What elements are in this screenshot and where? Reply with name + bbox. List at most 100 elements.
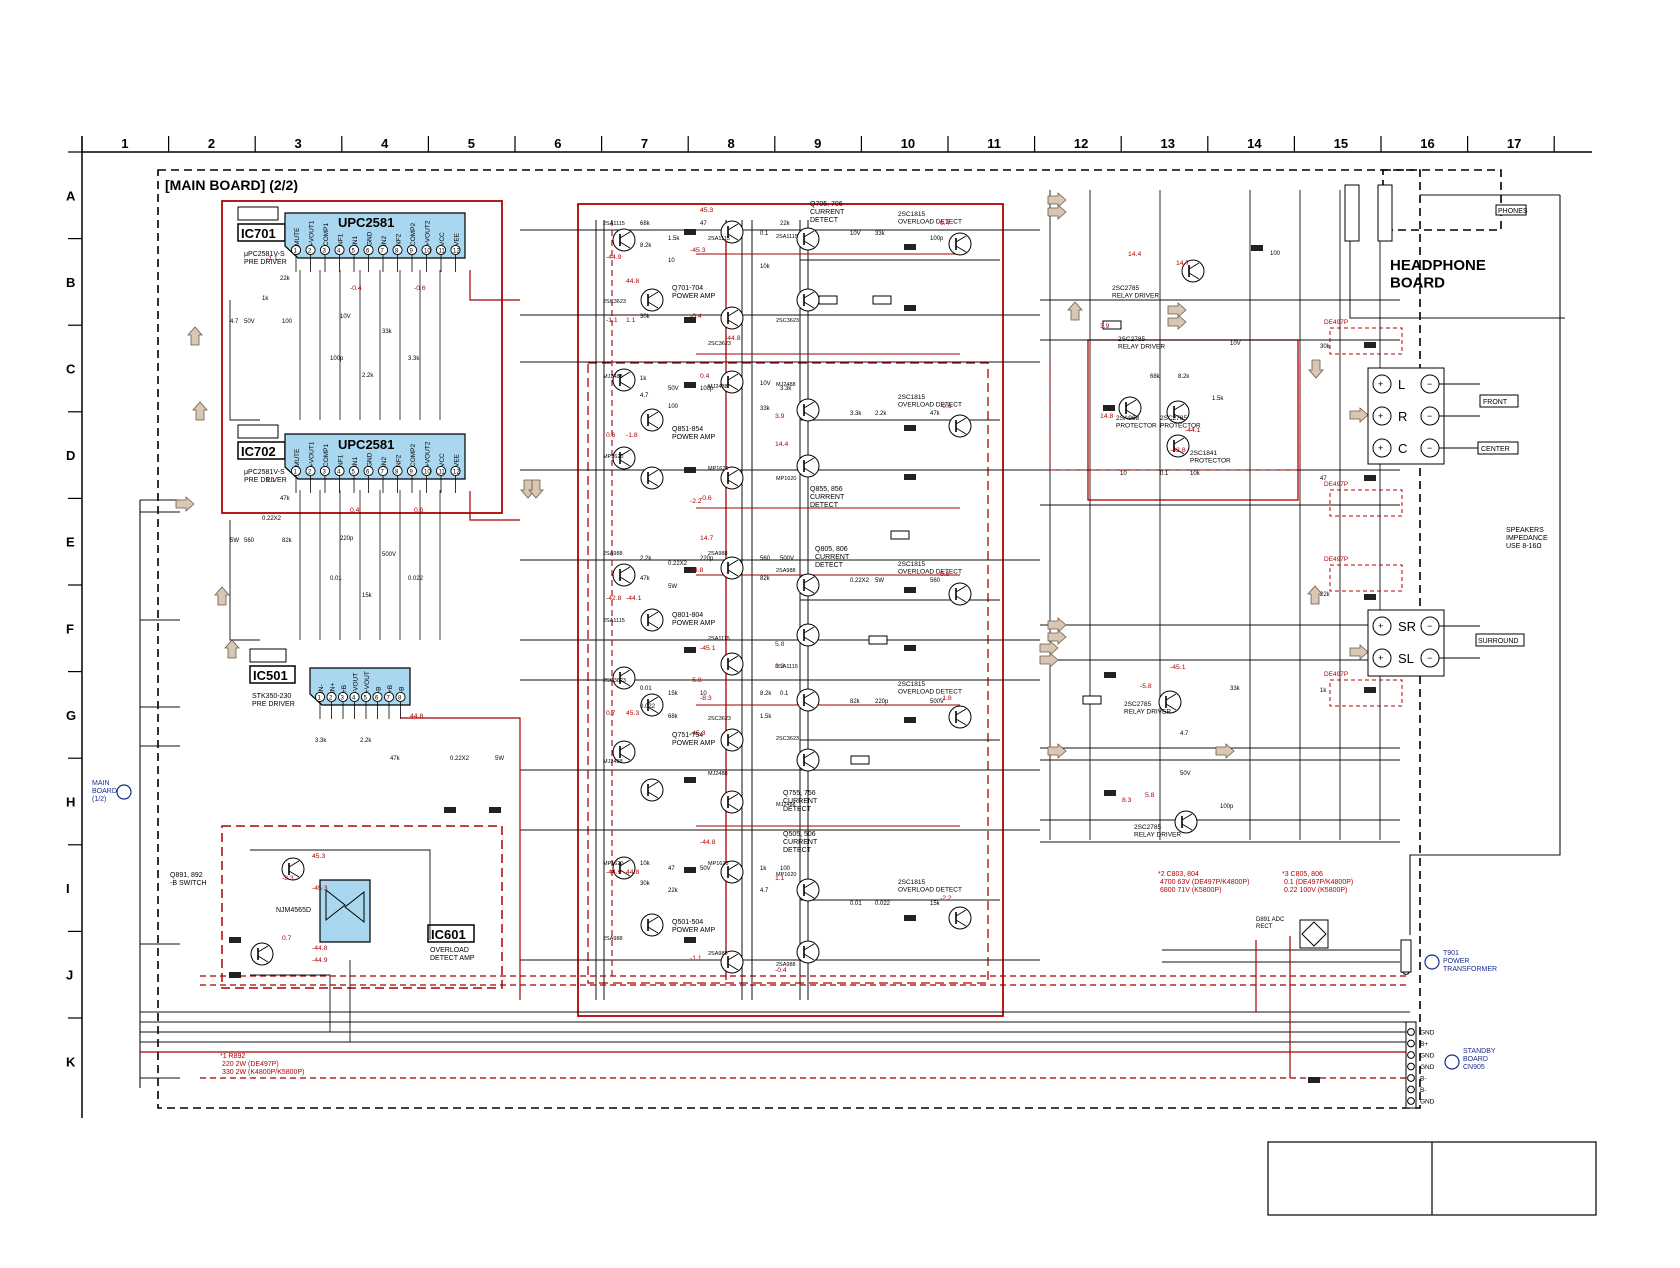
component-value: 30k [640, 314, 651, 320]
terminal-channel: C [1398, 441, 1407, 456]
terminal-plus-sign: + [1378, 411, 1383, 421]
transistor-collector [955, 235, 967, 243]
ic-pin-number: 2 [308, 470, 312, 476]
transistor-emitter [727, 803, 739, 811]
component-value: 0.22X2 [850, 578, 870, 584]
component-value: 1k [640, 376, 647, 382]
transistor-part: 2SA988 [708, 951, 728, 957]
transistor [796, 878, 820, 902]
transistor [720, 790, 744, 814]
connector-pin-label: B- [1420, 1076, 1427, 1083]
ic-pin-number: 3 [323, 470, 327, 476]
transistor-collector [647, 411, 659, 419]
transistor [796, 623, 820, 647]
transistor-collector [1181, 813, 1193, 821]
signal-arrow-right [1047, 743, 1067, 759]
ic702-body [284, 433, 466, 480]
transistor-part: MJ2488 [776, 802, 796, 808]
resistor [229, 972, 241, 978]
ic-pin-name: VEE [454, 232, 461, 246]
transistor-collector [955, 417, 967, 425]
front-box [1479, 394, 1519, 408]
resistor [904, 915, 916, 921]
voltage-reading: 14.7 [1176, 260, 1189, 267]
voltage-reading: -0.6 [700, 495, 712, 502]
ic-pin-circle [319, 465, 331, 477]
grid-col-label: 13 [1161, 136, 1175, 151]
ic701: IC701 μPC2581V-S PRE DRIVER UPC2581 MUTE… [237, 206, 466, 272]
resistor [684, 229, 696, 235]
ic-pin-circle [372, 691, 383, 703]
transistor-part: MP1620 [603, 454, 624, 460]
transistor-emitter [257, 955, 269, 963]
terminal-plus [1372, 648, 1392, 668]
grid-row-label: C [66, 362, 76, 377]
grid-col-label: 8 [728, 136, 735, 151]
resistor-open [850, 755, 870, 765]
transistor-collector [803, 943, 815, 951]
ic701-desc: μPC2581V-S [244, 251, 285, 258]
ic-pin-number: 6 [366, 470, 370, 476]
ic601-opamp-a [325, 888, 346, 922]
ic-pin-circle [290, 244, 302, 256]
resistor-open [890, 530, 910, 540]
transistor-emitter [1173, 447, 1185, 455]
voltage-reading: -45.1 [700, 645, 716, 652]
signal-arrow-up [187, 326, 203, 346]
component-value: 500V [780, 556, 794, 562]
transistor-emitter [1165, 703, 1177, 711]
component-value: 0.022 [408, 576, 424, 582]
transistor [640, 693, 664, 717]
transistor-emitter [803, 411, 815, 419]
transistor-part: 2SA988 [776, 568, 796, 574]
transistor-emitter [647, 621, 659, 629]
transistor-emitter [803, 953, 815, 961]
voltage-reading: -44.9 [312, 957, 328, 964]
voltage-reading: -1.1 [606, 317, 618, 324]
ic-pin-number: 6 [366, 249, 370, 255]
ic-pin-name: IN- [318, 684, 325, 693]
ic501-body [309, 667, 411, 706]
voltage-reading: 0.4 [700, 373, 710, 380]
transistor-emitter [955, 595, 967, 603]
transistor-emitter [288, 870, 300, 878]
transistor-part: MJ2488 [708, 384, 728, 390]
ic702-blank-box [237, 424, 279, 439]
component-value: 10k [640, 861, 651, 867]
transistor-collector [727, 731, 739, 739]
component-value: 0.1 [780, 691, 789, 697]
ic-pin-number: 11 [439, 470, 446, 476]
connector-pin [1407, 1028, 1415, 1036]
resistor [684, 467, 696, 473]
grid-col-label: 16 [1420, 136, 1434, 151]
transistor-collector [647, 781, 659, 789]
ic-pin-circle [363, 465, 374, 477]
terminal-minus-sign: − [1427, 443, 1432, 453]
ic702-pins: MUTE1+VOUT12COMP13NF14IN15GND6IN27NF28CO… [290, 441, 461, 493]
component-value: 10k [1190, 471, 1201, 477]
resistor [1308, 1077, 1320, 1083]
transistor-emitter [803, 301, 815, 309]
component-value: 4.7 [760, 888, 769, 894]
grid-col-label: 1 [121, 136, 128, 151]
transistor-emitter [619, 753, 631, 761]
voltage-reading: -44.1 [626, 595, 642, 602]
voltage-reading: -45.3 [690, 247, 706, 254]
component-value: 10k [760, 264, 771, 270]
phones-label: PHONES [1498, 208, 1528, 215]
component-value: 1k [262, 296, 269, 302]
transistor-part: 2SC3623 [776, 736, 799, 742]
signal-arrow-right [1167, 302, 1187, 318]
voltage-reading: 0.6 [606, 432, 616, 439]
ic-pin-number: 7 [381, 249, 385, 255]
wire [1049, 360, 1301, 471]
component-value: 0.022 [875, 901, 891, 907]
transistor [796, 454, 820, 478]
component-value: 3.3k [850, 411, 862, 417]
component-value: 8.2k [1178, 374, 1190, 380]
